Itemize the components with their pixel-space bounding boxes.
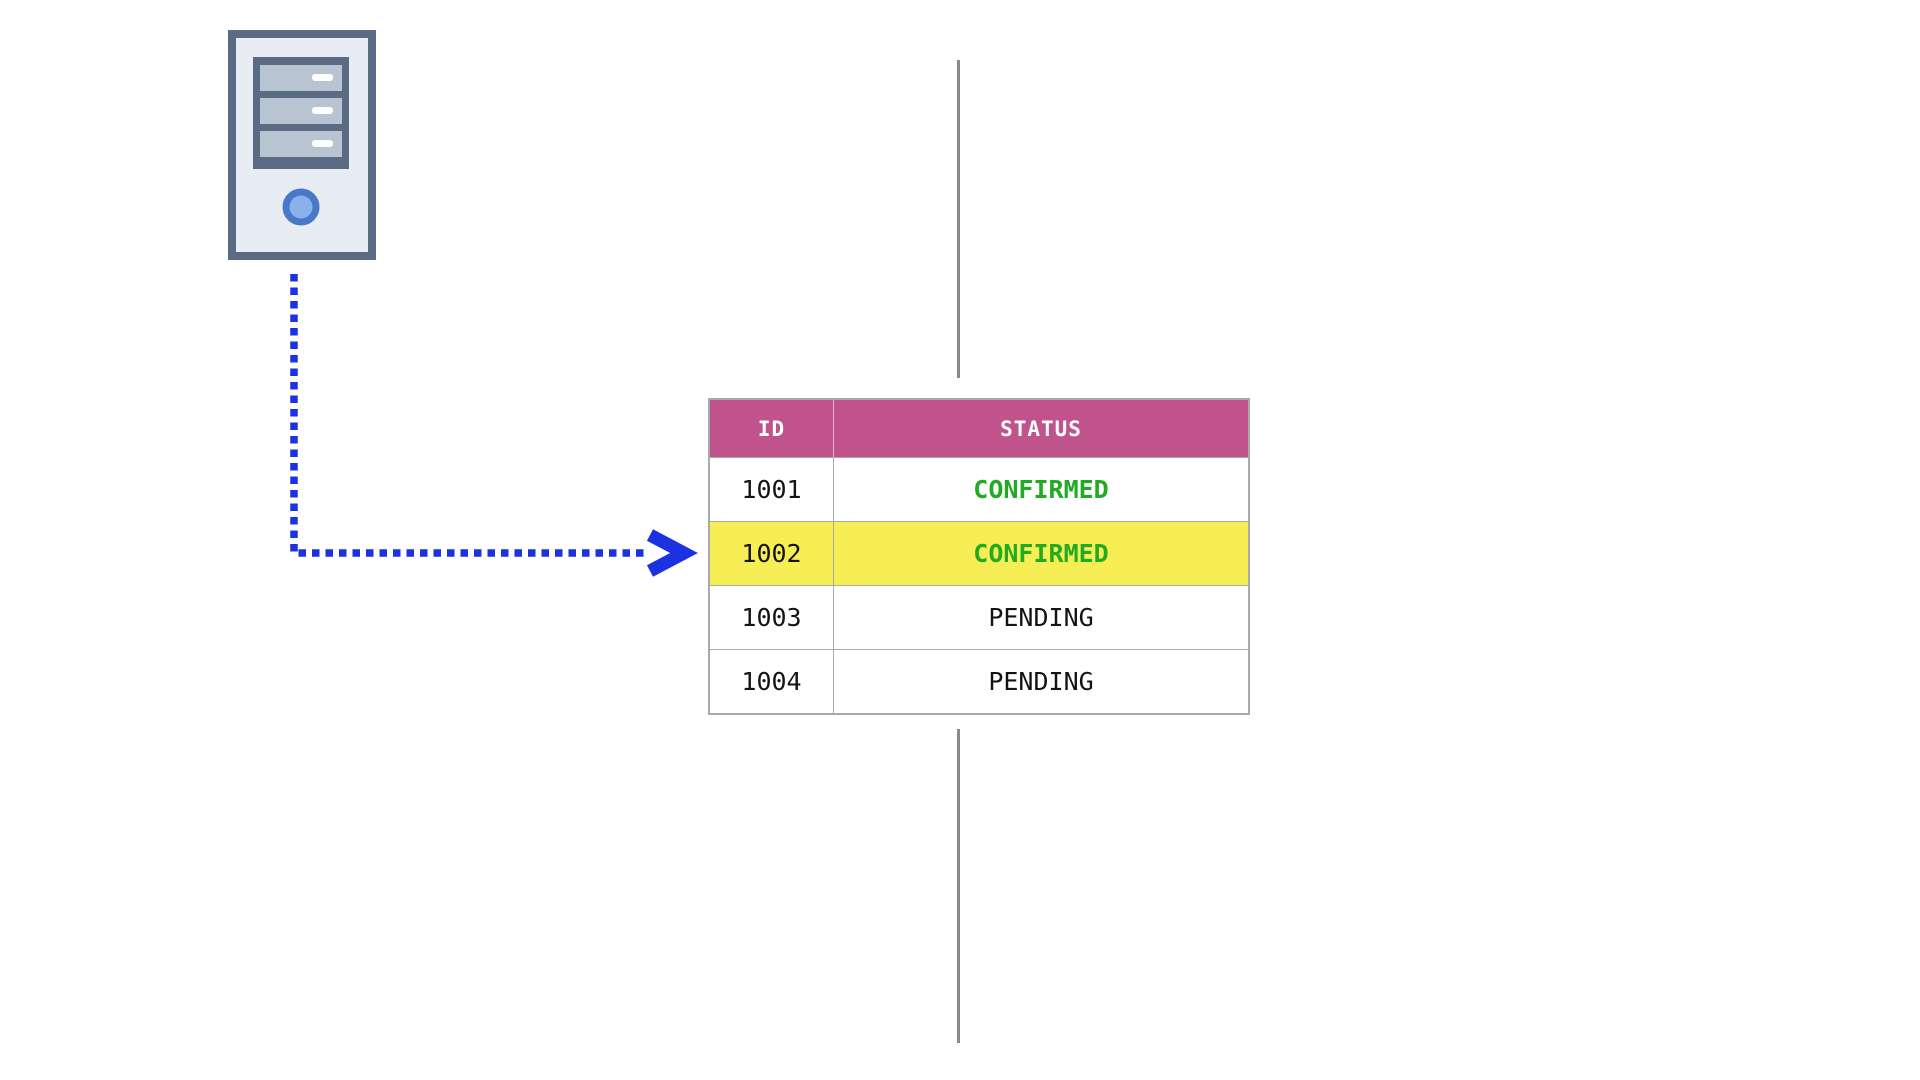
server-icon	[228, 30, 376, 260]
col-header-id: ID	[757, 416, 786, 441]
cell-id: 1002	[741, 539, 802, 568]
status-table: ID STATUS 1001 CONFIRMED 1002 CONFIRMED …	[708, 398, 1250, 715]
col-header-status: STATUS	[833, 400, 1248, 457]
timeline-line-bottom	[957, 729, 960, 1043]
timeline-line-top	[957, 60, 960, 378]
table-row: 1001 CONFIRMED	[710, 457, 1248, 521]
table-row: 1004 PENDING	[710, 649, 1248, 713]
cell-status: CONFIRMED	[833, 522, 1248, 585]
power-button-icon	[282, 188, 320, 226]
cell-status: PENDING	[833, 650, 1248, 713]
table-row-highlighted: 1002 CONFIRMED	[710, 521, 1248, 585]
bay-led-icon	[312, 74, 333, 81]
cell-status: CONFIRMED	[833, 458, 1248, 521]
cell-status: PENDING	[833, 586, 1248, 649]
bay-led-icon	[312, 107, 333, 114]
arrow-dotted-path	[290, 274, 648, 557]
cell-id: 1004	[741, 667, 802, 696]
bay-led-icon	[312, 140, 333, 147]
cell-id: 1003	[741, 603, 802, 632]
table-row: 1003 PENDING	[710, 585, 1248, 649]
table-header-row: ID STATUS	[710, 400, 1248, 457]
cell-id: 1001	[741, 475, 802, 504]
arrowhead-icon	[646, 529, 698, 577]
